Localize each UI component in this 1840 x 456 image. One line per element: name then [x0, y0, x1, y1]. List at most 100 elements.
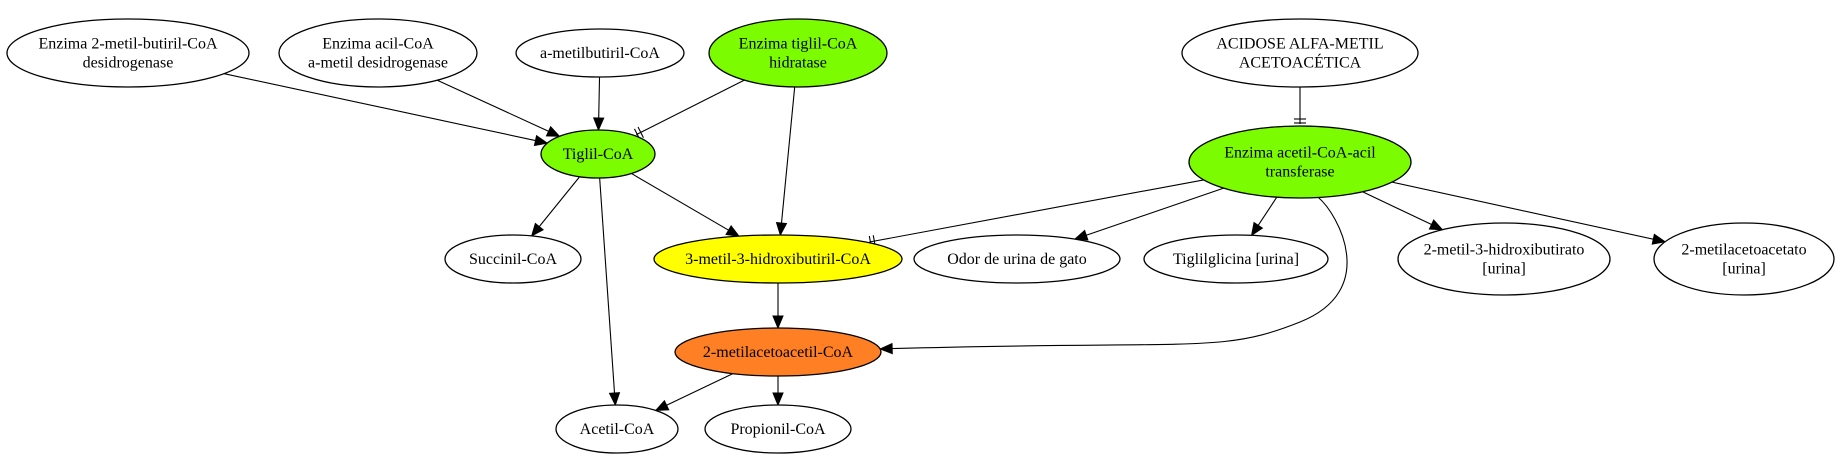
edge-n14-n16 [772, 376, 784, 407]
edge-n6-n8 [530, 176, 581, 237]
node-label: ACIDOSE ALFA-METIL [1216, 36, 1383, 53]
node-label: transferase [1265, 164, 1334, 181]
arrowhead [533, 134, 549, 147]
edge-n7-n13 [1391, 181, 1667, 245]
node-label: a-metilbutiril-CoA [540, 45, 660, 62]
edge-line [631, 172, 729, 231]
node-label: Tiglil-CoA [563, 146, 634, 163]
node-n16: Propionil-CoA [704, 404, 852, 454]
arrowhead [592, 117, 605, 132]
node-n14: 2-metilacetoacetil-CoA [674, 327, 882, 377]
node-n13: 2-metilacetoacetato [urina] [1653, 222, 1835, 296]
node-label: Odor de urina de gato [947, 251, 1087, 268]
edge-line [599, 177, 616, 394]
node-shape [653, 234, 903, 284]
node-shape [1653, 222, 1835, 296]
edge-n7-n14 [878, 197, 1348, 355]
edge-n6-n15 [599, 177, 621, 407]
node-n8: Succinil-CoA [444, 234, 582, 284]
edge-n6-n9 [631, 172, 741, 237]
arrowhead [772, 315, 784, 330]
edge-line [223, 73, 536, 142]
edge-line [892, 197, 1348, 350]
arrowhead [545, 125, 561, 137]
node-label: Enzima tiglil-CoA [739, 36, 858, 53]
node-label: desidrogenase [83, 55, 174, 72]
edge-n4-n9 [775, 86, 796, 237]
node-label: 2-metilacetoacetil-CoA [703, 344, 854, 361]
arrowhead [530, 222, 545, 237]
node-shape [6, 18, 250, 88]
node-label: [urina] [1722, 261, 1766, 278]
edge-n3-n6 [592, 76, 605, 132]
tee-marker [637, 126, 644, 139]
edge-line [1086, 187, 1224, 236]
node-shape [444, 234, 582, 284]
edge-n7-n12 [1362, 191, 1444, 231]
node-shape [704, 404, 852, 454]
node-label: Propionil-CoA [730, 421, 826, 438]
edge-line [1362, 191, 1432, 226]
node-n6: Tiglil-CoA [540, 129, 656, 179]
node-n2: Enzima acil-CoA a-metil desidrogenase [278, 18, 478, 88]
arrowhead [775, 222, 788, 237]
arrowhead [878, 342, 893, 355]
arrowhead [1428, 219, 1444, 231]
edge-n7-n11 [1250, 196, 1278, 237]
node-shape [555, 404, 679, 454]
node-shape [674, 327, 882, 377]
arrowhead [1073, 229, 1089, 241]
edge-line [869, 179, 1204, 243]
node-label: hidratase [769, 55, 827, 72]
node-n12: 2-metil-3-hidroxibutirato [urina] [1397, 222, 1611, 296]
arrowhead [1651, 233, 1667, 245]
node-label: [urina] [1482, 261, 1526, 278]
node-shape [1143, 234, 1329, 284]
node-label: ACETOACÉTICA [1239, 53, 1362, 72]
arrowhead [1250, 221, 1264, 237]
node-n11: Tiglilglicina [urina] [1143, 234, 1329, 284]
edge-line [1257, 196, 1278, 226]
edge-line [437, 79, 549, 132]
node-label: Succinil-CoA [469, 251, 557, 268]
node-n15: Acetil-CoA [555, 404, 679, 454]
edge-n2-n6 [437, 79, 561, 137]
edge-n5-n7 [1294, 87, 1306, 124]
node-label: Enzima 2-metil-butiril-CoA [38, 36, 218, 53]
arrowhead [772, 392, 784, 407]
node-shape [540, 129, 656, 179]
node-n1: Enzima 2-metil-butiril-CoA desidrogenase [6, 18, 250, 88]
node-shape [913, 234, 1121, 284]
node-label: a-metil desidrogenase [308, 55, 448, 72]
edge-n4-n6 [633, 79, 745, 140]
node-shape [708, 18, 888, 88]
edge-line [780, 86, 796, 224]
node-label: 2-metil-3-hidroxibutirato [1424, 242, 1585, 259]
edge-line [538, 176, 581, 227]
edge-n9-n14 [772, 283, 784, 330]
arrowhead [608, 392, 621, 407]
node-label: 2-metilacetoacetato [1681, 242, 1806, 259]
node-n3: a-metilbutiril-CoA [515, 28, 685, 78]
arrowhead [654, 399, 670, 412]
node-n7: Enzima acetil-CoA-acil transferase [1188, 125, 1412, 199]
edge-n1-n6 [223, 73, 549, 147]
edge-n7-n10 [1073, 187, 1224, 241]
node-label: Tiglilglicina [urina] [1173, 251, 1299, 268]
edge-line [636, 79, 745, 136]
node-n10: Odor de urina de gato [913, 234, 1121, 284]
node-label: Enzima acetil-CoA-acil [1224, 145, 1376, 162]
nodes-layer: Enzima 2-metil-butiril-CoAdesidrogenaseE… [6, 18, 1835, 454]
edges-layer [223, 73, 1667, 412]
node-label: Acetil-CoA [580, 421, 655, 438]
node-label: Enzima acil-CoA [322, 36, 434, 53]
node-shape [515, 28, 685, 78]
node-shape [1397, 222, 1611, 296]
node-shape [1188, 125, 1412, 199]
edge-line [598, 76, 601, 119]
node-n9: 3-metil-3-hidroxibutiril-CoA [653, 234, 903, 284]
node-label: 3-metil-3-hidroxibutiril-CoA [685, 251, 871, 268]
node-n4: Enzima tiglil-CoA hidratase [708, 18, 888, 88]
